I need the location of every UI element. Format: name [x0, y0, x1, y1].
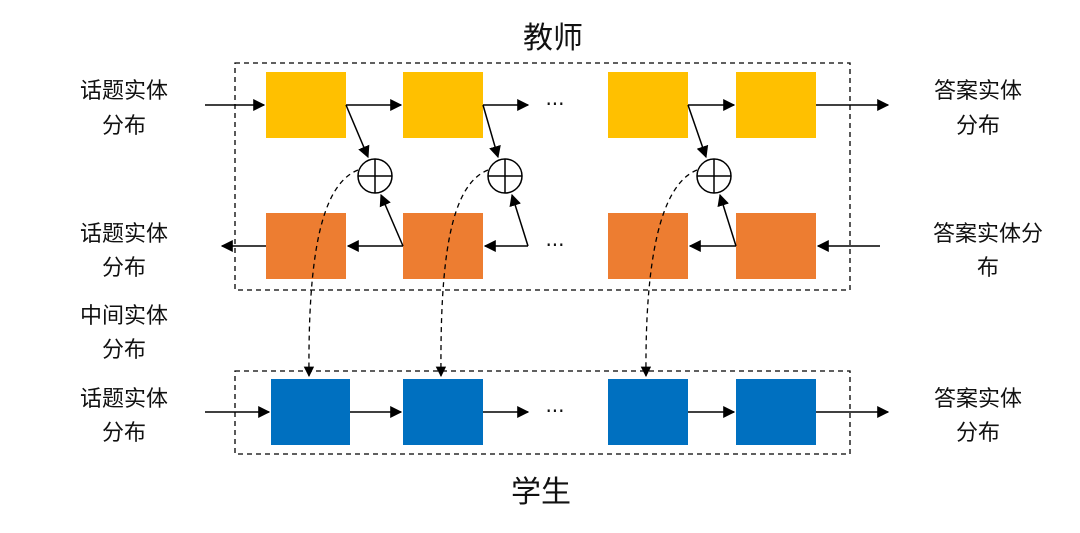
student-block-1: [271, 379, 350, 445]
backward-block-4: [736, 213, 816, 279]
middle-label-line2: 分布: [102, 338, 146, 363]
student-blocks: [271, 379, 816, 445]
arrow-icon: [717, 193, 737, 247]
backward-block-1: [266, 213, 346, 279]
backward-block-3: [608, 213, 688, 279]
teacher-frame: [234, 62, 851, 291]
left-bottom-label-line1: 话题实体: [80, 222, 168, 247]
arrow-icon: [345, 104, 370, 159]
student-left-label-line2: 分布: [102, 421, 146, 446]
student-block-2: [403, 379, 483, 445]
forward-blocks: [266, 72, 816, 138]
student-left-label-line1: 话题实体: [80, 387, 168, 412]
forward-block-1: [266, 72, 346, 138]
student-right-label-line2: 分布: [956, 421, 1000, 446]
student-title: 学生: [511, 475, 571, 510]
backward-block-2: [403, 213, 483, 279]
arrow-icon: [687, 104, 709, 159]
right-bottom-label-line1: 答案实体分: [933, 222, 1043, 247]
left-top-label-line1: 话题实体: [80, 79, 168, 104]
right-top-label-line2: 分布: [956, 114, 1000, 139]
left-bottom-label-line2: 分布: [102, 256, 146, 281]
right-bottom-label-line2: 布: [977, 256, 999, 281]
teacher-title: 教师: [523, 21, 583, 56]
forward-block-2: [403, 72, 483, 138]
student-ellipsis: ···: [545, 399, 564, 423]
left-top-label-line2: 分布: [102, 114, 146, 139]
student-block-4: [736, 379, 816, 445]
backward-blocks: [266, 213, 816, 279]
student-block-3: [608, 379, 688, 445]
combine-nodes: [345, 104, 737, 247]
arrow-icon: [482, 104, 501, 159]
student-right-label-line1: 答案实体: [934, 387, 1022, 412]
forward-block-4: [736, 72, 816, 138]
middle-label-line1: 中间实体: [80, 304, 168, 329]
teacher-ellipsis-bottom: ···: [545, 233, 564, 257]
arrow-icon: [379, 193, 404, 247]
forward-block-3: [608, 72, 688, 138]
right-top-label-line1: 答案实体: [934, 79, 1022, 104]
arrow-icon: [509, 193, 529, 247]
teacher-ellipsis-top: ···: [545, 92, 564, 116]
